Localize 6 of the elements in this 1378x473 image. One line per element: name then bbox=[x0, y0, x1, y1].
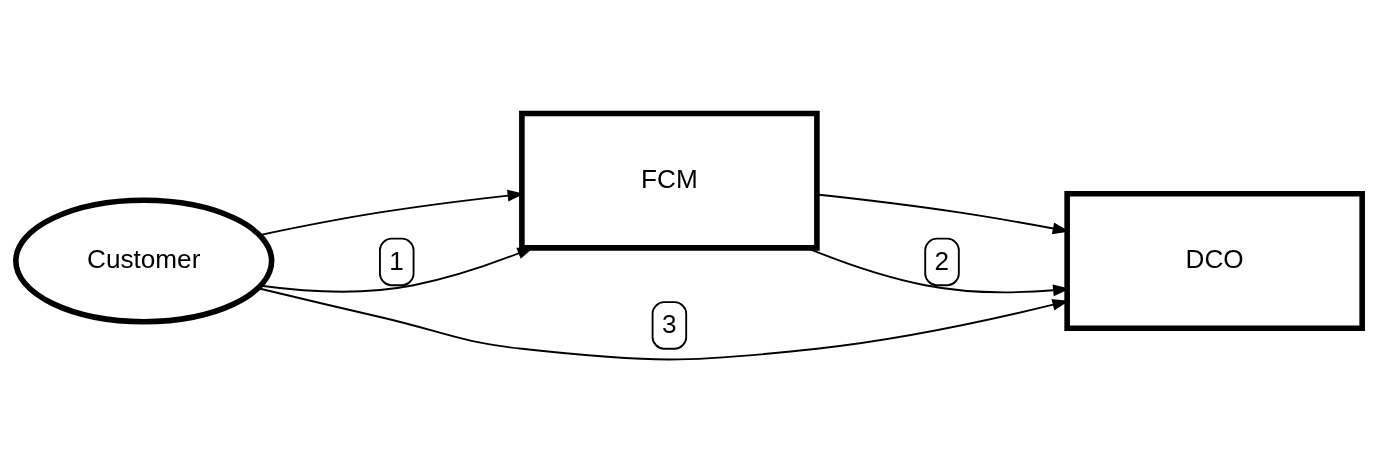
edge-label: 1 bbox=[389, 245, 404, 276]
node-box: FCM bbox=[519, 110, 820, 251]
node-ellipse: Customer bbox=[13, 197, 275, 325]
edge-label: 2 bbox=[934, 245, 950, 276]
edge-label: 3 bbox=[661, 309, 677, 340]
node-box: DCO bbox=[1064, 190, 1365, 332]
